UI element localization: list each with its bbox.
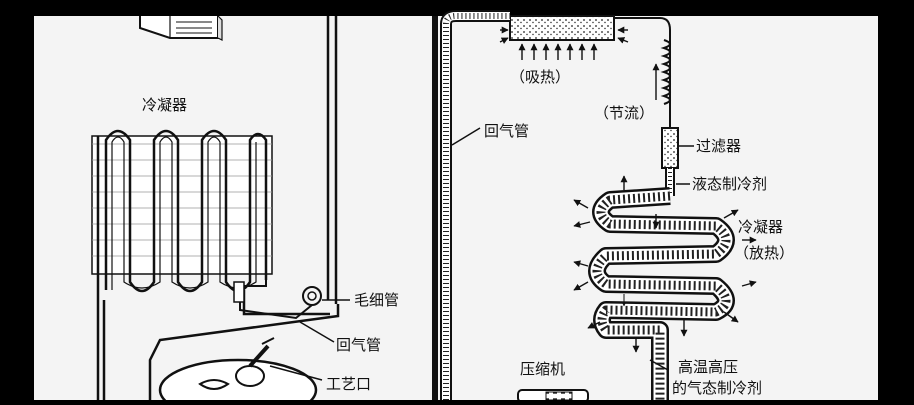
capillary-label: 毛细管 (354, 291, 399, 309)
condenser-coil (91, 129, 273, 400)
heat-release-label: （放热） (734, 244, 794, 262)
return-pipe-label-left: 回气管 (336, 336, 381, 354)
left-leaders (269, 299, 350, 381)
filter-right (661, 127, 679, 169)
process-port-label: 工艺口 (326, 375, 371, 393)
condenser-serpentine (588, 187, 735, 400)
evaporator (499, 15, 629, 60)
compressor-left (158, 337, 318, 405)
filter-drier (233, 281, 245, 303)
condenser-label: 冷凝器 (142, 96, 187, 114)
hot-gas-label-line2: 的气态制冷剂 (672, 379, 762, 397)
left-piping (102, 16, 340, 400)
right-panel: （吸热） 回气管 （节流） 过滤器 液态制冷剂 (432, 10, 884, 403)
filter-label: 过滤器 (696, 137, 741, 155)
condenser-label-right: 冷凝器 (738, 218, 783, 236)
compressor-label: 压缩机 (520, 360, 565, 378)
throttle-label: （节流） (594, 104, 654, 122)
heat-release-arrows (573, 175, 757, 353)
return-pipe-right (440, 10, 510, 400)
return-pipe-label-right: 回气管 (484, 122, 529, 140)
hot-gas-label-line1: 高温高压 (678, 358, 738, 376)
liquid-refrigerant-label: 液态制冷剂 (692, 175, 767, 193)
evaporator-box (139, 15, 223, 41)
compressor-right (517, 389, 589, 403)
left-panel: 冷凝器 (34, 15, 432, 405)
heat-absorb-label: （吸热） (510, 68, 570, 86)
capillary-right (614, 17, 672, 130)
